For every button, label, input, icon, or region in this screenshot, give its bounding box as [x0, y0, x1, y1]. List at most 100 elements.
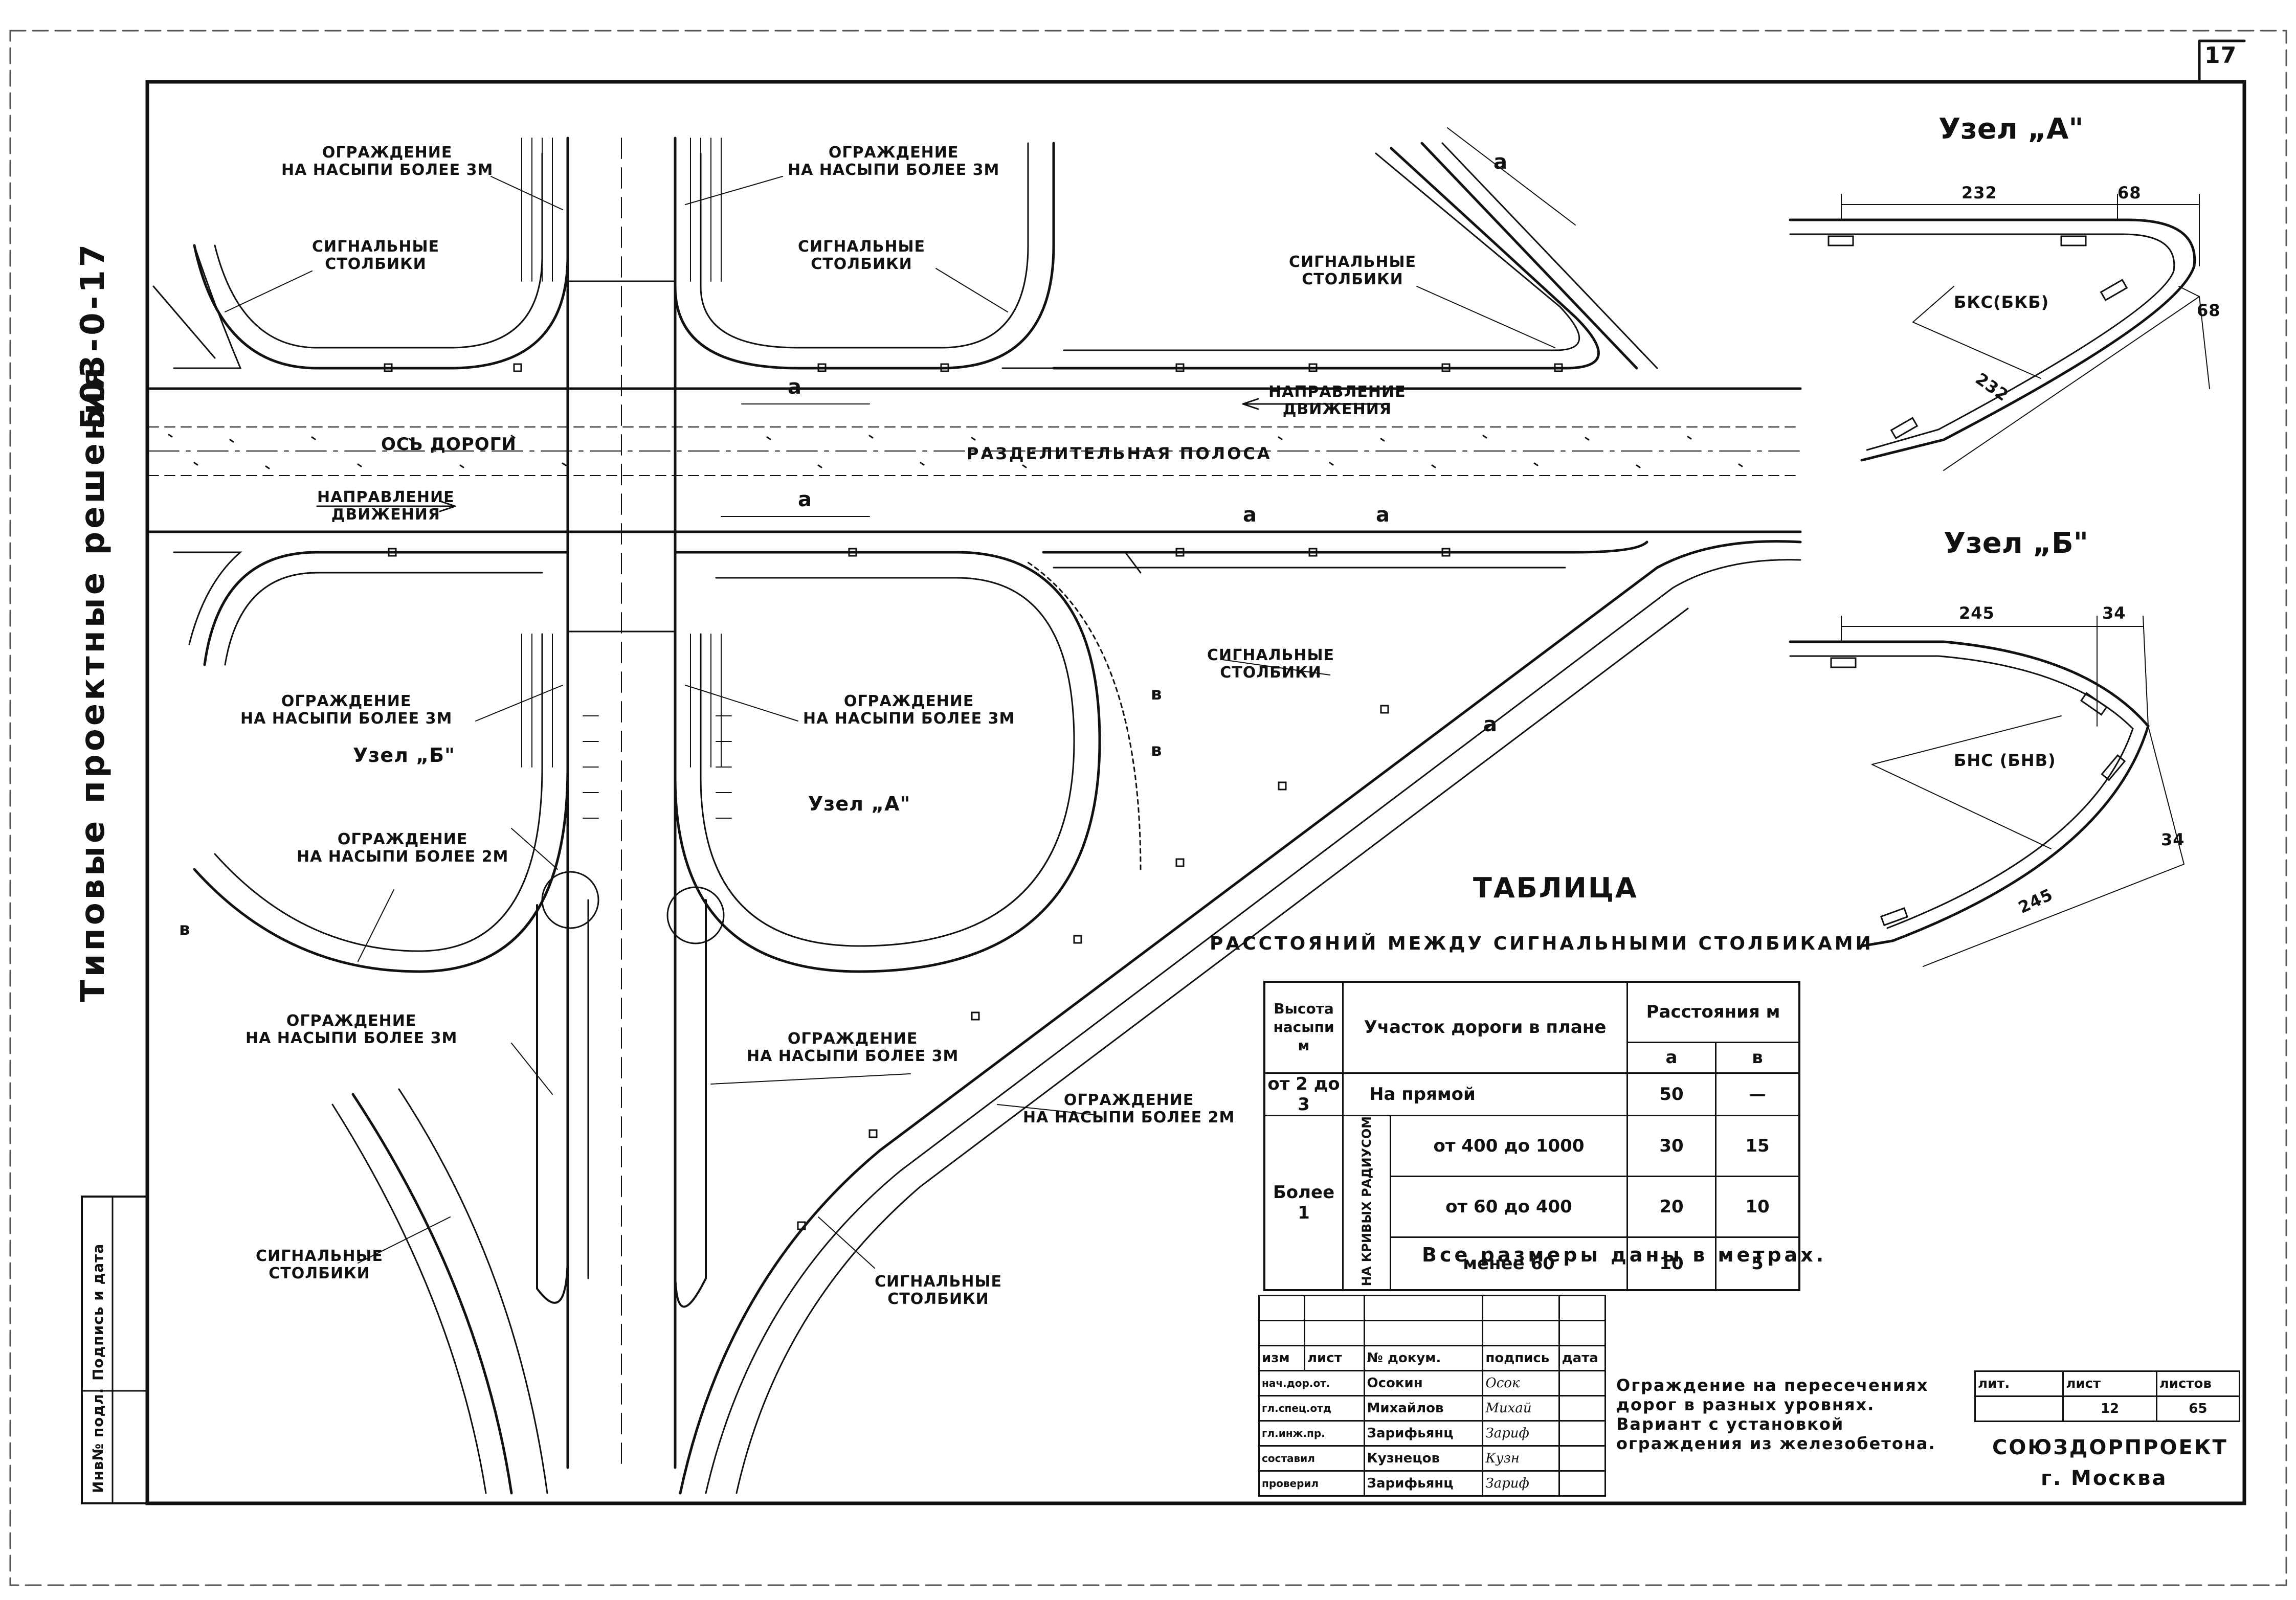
sheet-number: 17: [2204, 42, 2237, 69]
leader-lines: [225, 176, 1555, 1269]
label-direction-top: НАПРАВЛЕНИЕ ДВИЖЕНИЯ: [1268, 383, 1406, 418]
node-a-part: БКС(БКБ): [1954, 292, 2049, 312]
label-road-axis: ОСЬ ДОРОГИ: [381, 434, 517, 455]
dim-marks: [721, 127, 1576, 532]
hdr-doc: № докум.: [1363, 1345, 1484, 1371]
stamp-role-1: нач.дор.от.: [1258, 1370, 1365, 1396]
col-a: а: [1626, 1041, 1717, 1074]
ramp-top-far-right: [1052, 142, 1658, 370]
row2-b: 15: [1715, 1114, 1800, 1177]
node-b-dim-34b: 34: [2161, 830, 2185, 849]
stamp-name-4: Кузнецов: [1363, 1445, 1484, 1472]
label-guard-mid-left: ОГРАЖДЕНИЕ НА НАСЫПИ БОЛЕЕ 3М: [240, 692, 453, 728]
inv-label: Инв№ подл.: [90, 1387, 106, 1493]
stamp-title: Ограждение на пересечениях дорог в разны…: [1616, 1376, 1936, 1453]
row1-section: На прямой: [1342, 1072, 1628, 1116]
sign-date-label: Подпись и дата: [90, 1243, 106, 1381]
dim-b-3: в: [179, 919, 191, 939]
node-b-dim-245: 245: [1959, 603, 1995, 623]
stamp-name-1: Осокин: [1363, 1370, 1484, 1396]
node-a-title: Узел „А": [1938, 112, 2084, 146]
spacing-table: Высота насыпи м Участок дороги в плане Р…: [1263, 981, 1800, 1291]
dim-a-5: а: [1493, 150, 1508, 174]
sheets-label: листов: [2155, 1370, 2241, 1397]
table-note: Все размеры даны в метрах.: [1422, 1244, 1827, 1266]
stamp-role-2: гл.спец.отд: [1258, 1395, 1365, 1422]
stamp-org: СОЮЗДОРПРОЕКТ: [1992, 1436, 2228, 1459]
stamp-sign-4: Кузн: [1482, 1445, 1560, 1472]
dim-a-6: а: [1483, 713, 1498, 736]
ramp-bottom-left-lower: [331, 899, 589, 1495]
label-signal-top-left: СИГНАЛЬНЫЕ СТОЛБИКИ: [312, 238, 440, 273]
stamp-role-5: проверил: [1258, 1470, 1365, 1497]
signal-posts: [384, 363, 1563, 1230]
label-guard-top-right: ОГРАЖДЕНИЕ НА НАСЫПИ БОЛЕЕ 3М: [788, 144, 1000, 179]
label-node-a-callout: Узел „А": [808, 793, 911, 815]
stamp-left: изм лист № докум. подпись дата нач.дор.о…: [1258, 1295, 1607, 1497]
side-title: Типовые проектные решения: [74, 364, 112, 1002]
label-direction-bottom: НАПРАВЛЕНИЕ ДВИЖЕНИЯ: [317, 488, 455, 524]
col-section: Участок дороги в плане: [1342, 981, 1628, 1074]
label-guard-lower-left: ОГРАЖДЕНИЕ НА НАСЫПИ БОЛЕЕ 3М: [246, 1012, 458, 1047]
label-guard-lower-mid: ОГРАЖДЕНИЕ НА НАСЫПИ БОЛЕЕ 3М: [747, 1030, 959, 1065]
stamp-role-3: гл.инж.пр.: [1258, 1420, 1365, 1447]
hdr-date: дата: [1558, 1345, 1607, 1371]
label-signal-bottom-mid: СИГНАЛЬНЫЕ СТОЛБИКИ: [875, 1273, 1002, 1308]
col-height: Высота насыпи м: [1263, 981, 1344, 1074]
label-guard-top-left: ОГРАЖДЕНИЕ НА НАСЫПИ БОЛЕЕ 3М: [281, 144, 494, 179]
label-median: РАЗДЕЛИТЕЛЬНАЯ ПОЛОСА: [967, 444, 1272, 463]
lit-label: лит.: [1974, 1370, 2064, 1397]
stamp-sign-1: Осок: [1482, 1370, 1560, 1396]
label-guard-mid-right: ОГРАЖДЕНИЕ НА НАСЫПИ БОЛЕЕ 3М: [803, 692, 1015, 728]
curves-label: НА КРИВЫХ РАДИУСОМ: [1342, 1114, 1391, 1291]
ramp-bottom-left: [173, 551, 569, 973]
node-b-dim-34: 34: [2102, 603, 2126, 623]
node-a-dim-68b: 68: [2197, 301, 2221, 320]
label-signal-top-mid: СИГНАЛЬНЫЕ СТОЛБИКИ: [798, 238, 926, 273]
ramp-top-left: [152, 152, 569, 370]
stamp-right: лит. лист листов 12 65: [1974, 1370, 2241, 1422]
dim-a-1: а: [788, 375, 802, 399]
main-road: [147, 387, 1802, 533]
row3-section: от 60 до 400: [1390, 1175, 1628, 1238]
sheet-value: 12: [2062, 1395, 2157, 1422]
more-height: Более 1: [1263, 1114, 1344, 1291]
label-signal-mid-right: СИГНАЛЬНЫЕ СТОЛБИКИ: [1207, 646, 1335, 682]
label-signal-top-right: СИГНАЛЬНЫЕ СТОЛБИКИ: [1289, 253, 1417, 288]
node-b-detail: [1789, 616, 2184, 967]
row4-b: 5: [1715, 1236, 1800, 1291]
stamp-role-4: составил: [1258, 1445, 1365, 1472]
side-code: 503-0-17: [74, 241, 112, 430]
big-loop: [674, 551, 1142, 973]
sheet-label: лист: [2062, 1370, 2157, 1397]
dim-a-3: а: [1243, 503, 1257, 527]
row3-a: 20: [1626, 1175, 1717, 1238]
label-guard-2m-right: ОГРАЖДЕНИЕ НА НАСЫПИ БОЛЕЕ 2М: [1023, 1091, 1235, 1126]
stamp-city: г. Москва: [2041, 1467, 2168, 1490]
crossing-road: [521, 137, 722, 1469]
node-a-detail: [1789, 194, 2210, 471]
col-b: в: [1715, 1041, 1800, 1074]
stamp-name-3: Зарифьянц: [1363, 1420, 1484, 1447]
row2-a: 30: [1626, 1114, 1717, 1177]
dim-b-1: в: [1151, 684, 1163, 704]
hdr-sign: подпись: [1482, 1345, 1560, 1371]
dim-a-4: а: [1376, 503, 1390, 527]
label-signal-bottom-left: СИГНАЛЬНЫЕ СТОЛБИКИ: [256, 1247, 384, 1282]
dim-b-2: в: [1151, 740, 1163, 760]
row1-a: 50: [1626, 1072, 1717, 1116]
dim-a-2: а: [798, 488, 812, 511]
node-a-dim-232: 232: [1961, 183, 1997, 202]
node-b-part: БНС (БНВ): [1954, 751, 2056, 770]
row4-a: 10: [1626, 1236, 1717, 1291]
row1-height: от 2 до 3: [1263, 1072, 1344, 1116]
label-guard-2m-left: ОГРАЖДЕНИЕ НА НАСЫПИ БОЛЕЕ 2М: [297, 830, 509, 866]
row4-section: менее 60: [1390, 1236, 1628, 1291]
col-distance: Расстояния м: [1626, 981, 1800, 1043]
stamp-sign-5: Зариф: [1482, 1470, 1560, 1497]
table-subtitle: РАССТОЯНИЙ МЕЖДУ СИГНАЛЬНЫМИ СТОЛБИКАМИ: [1210, 933, 1874, 954]
row3-b: 10: [1715, 1175, 1800, 1238]
row2-section: от 400 до 1000: [1390, 1114, 1628, 1177]
